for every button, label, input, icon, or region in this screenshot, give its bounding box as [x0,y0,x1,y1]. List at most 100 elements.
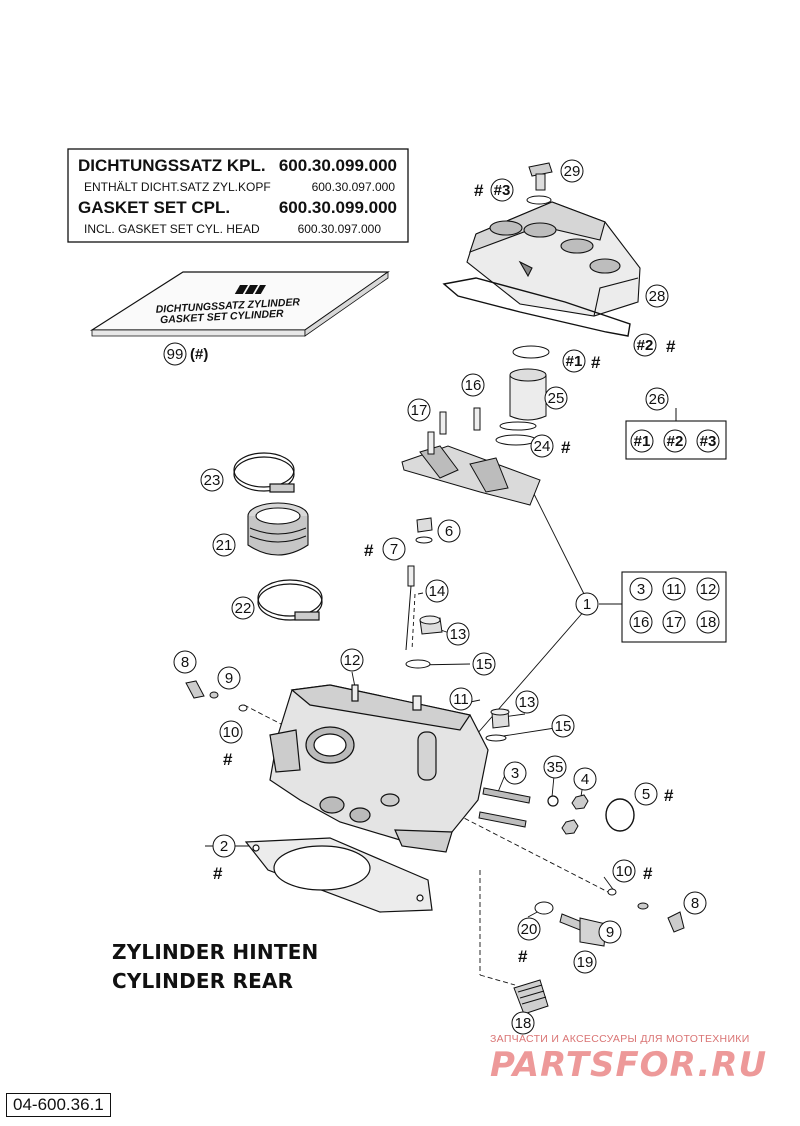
callout-circle [472,652,496,676]
hash-mark: # [591,353,601,372]
callout-circle [573,767,597,791]
callout-label: 25 [548,390,565,407]
callout-label: 35 [547,759,564,776]
callout-label: 8 [691,895,699,912]
callout-label: 29 [564,163,581,180]
callout-6: 6 [437,519,461,543]
callout-label: 10 [223,724,240,741]
plug-8-left [185,680,248,712]
valve-cover-gasket [442,277,631,337]
callout-99-suffix: (#) [190,346,208,363]
callout-hash-1: #1 [562,349,586,373]
watermark-logo: PARTSFOR.RU [490,1045,768,1085]
callout-circle [645,387,669,411]
clamp-23 [233,452,295,493]
callout-circle [629,610,653,634]
callout-11: 11 [662,577,686,601]
callout-label: 23 [204,472,221,489]
callout-circle [633,333,657,357]
callout-circle [551,714,575,738]
callout-label: 19 [577,954,594,971]
callout-24: 24 [530,434,554,458]
hash-marks: ########## [213,181,676,966]
callout-circle [645,284,669,308]
callout-label: 10 [616,863,633,880]
callout-label: 12 [344,652,361,669]
hash-mark: # [474,181,484,200]
callout-circle [598,920,622,944]
callout-26: 26 [645,387,669,411]
callout-circle [696,610,720,634]
callout-14: 14 [425,579,449,603]
callout-circle [629,577,653,601]
callout-circle [562,349,586,373]
callout-label: 3 [511,765,519,782]
callout-hash-2: #2 [663,429,687,453]
callout-circle [217,666,241,690]
hash-mark: # [364,541,374,560]
callout-label: #1 [634,433,651,450]
callout-18: 18 [511,1011,535,1035]
sleeve-18 [513,979,549,1015]
callout-4: 4 [573,767,597,791]
callout-circle [544,386,568,410]
hash-mark: # [213,864,223,883]
callout-99: 99 [167,346,184,363]
callout-28: 28 [645,284,669,308]
spark-plug-tube [495,345,550,446]
callout-circle [573,950,597,974]
callout-23: 23 [200,468,224,492]
callout-16: 16 [461,373,485,397]
callout-label: 28 [649,288,666,305]
callout-label: 1 [583,596,591,613]
callout-10: 10 [219,720,243,744]
callout-circle [407,398,431,422]
nut-4b [561,819,579,835]
hash-mark: # [518,947,528,966]
callout-circle [173,650,197,674]
callout-circle [683,891,707,915]
document-number: 04-600.36.1 [6,1093,111,1117]
callout-label: 15 [476,656,493,673]
callout-label: #3 [700,433,717,450]
intake-rubber-21 [247,502,309,556]
cylinder-head-illustration [269,684,489,853]
gasket-set-en-incl-number: 600.30.097.000 [298,222,382,236]
callout-label: 5 [642,786,650,803]
gasket-package-illustration: DICHTUNGSSATZ ZYLINDER GASKET SET CYLIND… [89,271,390,337]
callout-hash-2: #2 [633,333,657,357]
callout-circle [543,755,567,779]
callout-8: 8 [173,650,197,674]
gasket-set-en-label: GASKET SET CPL. [78,198,230,217]
callout-circle [511,1011,535,1035]
callout-label: 16 [633,614,650,631]
callout-circle [461,373,485,397]
callout-9: 9 [217,666,241,690]
callout-29: 29 [560,159,584,183]
callout-circle [490,178,514,202]
callout-13: 13 [515,690,539,714]
callout-label: 11 [666,581,682,598]
callout-label: #3 [494,182,511,199]
callout-17: 17 [662,610,686,634]
diagram-title: ZYLINDER HINTEN CYLINDER REAR [112,938,319,996]
callout-19: 19 [573,950,597,974]
callout-circle [530,434,554,458]
hash-mark: # [561,438,571,457]
callout-label: 11 [453,691,469,708]
hash-mark: # [643,864,653,883]
callout-circle [696,577,720,601]
callout-label: 9 [225,670,233,687]
callout-label: #1 [566,353,583,370]
callout-circle [503,761,527,785]
gasket-package-logo-icon [234,285,266,294]
callout-circle [340,648,364,672]
cylinder-base-gasket [244,837,433,913]
callout-label: 17 [666,614,683,631]
callout-16: 16 [629,610,653,634]
screw-29 [526,162,553,205]
callout-11: 11 [449,687,473,711]
o-ring-5 [605,798,635,832]
callout-circle [200,468,224,492]
washer-35 [547,795,559,807]
